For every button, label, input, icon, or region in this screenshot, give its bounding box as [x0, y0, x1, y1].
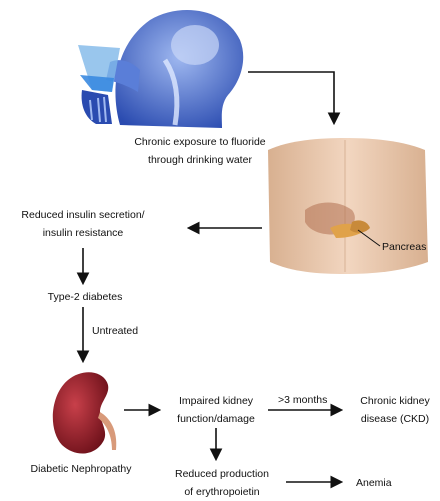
insulin-resistance-label: Reduced insulin secretion/ insulin resis… [4, 206, 162, 242]
fluoride-line-2: through drinking water [100, 151, 300, 169]
kidney-illustration [53, 372, 116, 453]
epo-line-1: Reduced production [158, 465, 286, 483]
impaired-kidney-label: Impaired kidney function/damage [164, 392, 268, 428]
pancreas-label: Pancreas [382, 238, 426, 256]
ckd-line-1: Chronic kidney [352, 392, 438, 410]
diabetic-nephropathy-label: Diabetic Nephropathy [6, 460, 156, 478]
erythropoietin-label: Reduced production of erythropoietin [158, 465, 286, 501]
ckd-line-2: disease (CKD) [352, 410, 438, 428]
fluoride-exposure-label: Chronic exposure to fluoride through dri… [100, 133, 300, 169]
impaired-line-1: Impaired kidney [164, 392, 268, 410]
fluoride-line-1: Chronic exposure to fluoride [100, 133, 300, 151]
impaired-line-2: function/damage [164, 410, 268, 428]
duration-label: >3 months [278, 391, 327, 409]
insulin-line-1: Reduced insulin secretion/ [4, 206, 162, 224]
type2-diabetes-label: Type-2 diabetes [30, 288, 140, 306]
person-drinking-water-illustration [78, 10, 243, 128]
insulin-line-2: insulin resistance [4, 224, 162, 242]
ckd-label: Chronic kidney disease (CKD) [352, 392, 438, 428]
untreated-label: Untreated [92, 322, 138, 340]
epo-line-2: of erythropoietin [158, 483, 286, 501]
anemia-label: Anemia [356, 474, 392, 492]
